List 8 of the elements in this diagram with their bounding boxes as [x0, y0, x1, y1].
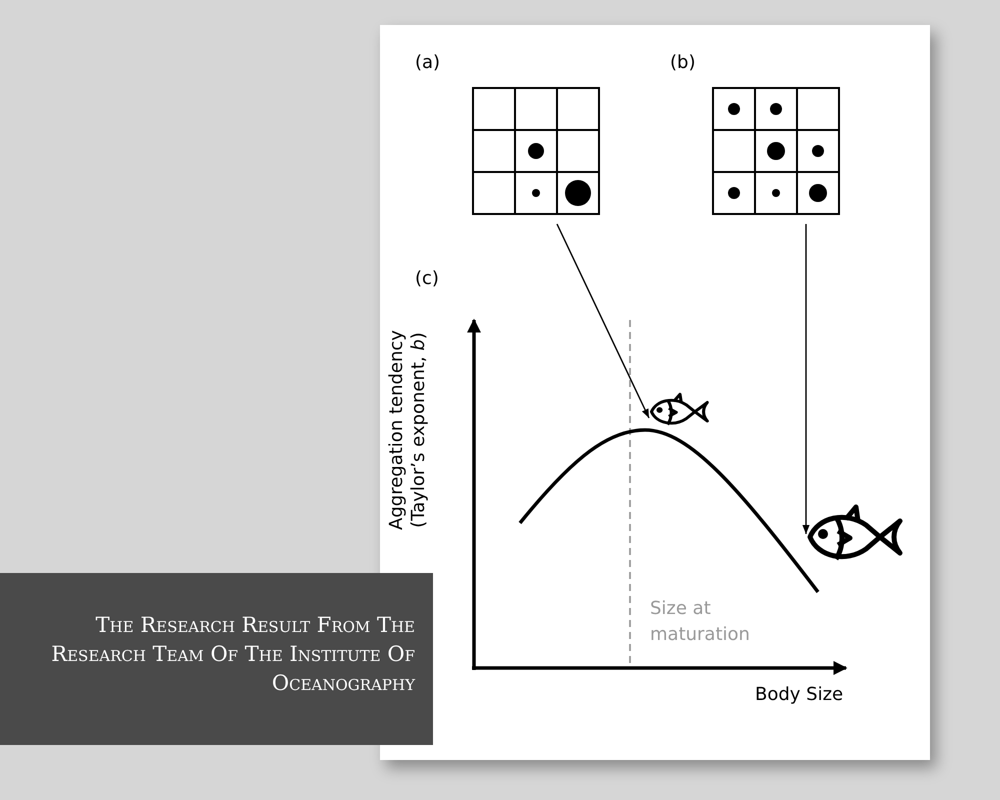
- panel-label: (c): [415, 268, 439, 289]
- panel-label: (a): [415, 52, 440, 73]
- arrow: [802, 224, 810, 534]
- caption-text: The Research Result From The Research Team Of The Institute Of Oceanography: [50, 612, 415, 697]
- arrow: [556, 224, 650, 418]
- annotation-text: Size at maturation: [650, 597, 751, 647]
- panel-label: (b): [670, 52, 696, 73]
- axis-title: Body Size: [755, 684, 844, 705]
